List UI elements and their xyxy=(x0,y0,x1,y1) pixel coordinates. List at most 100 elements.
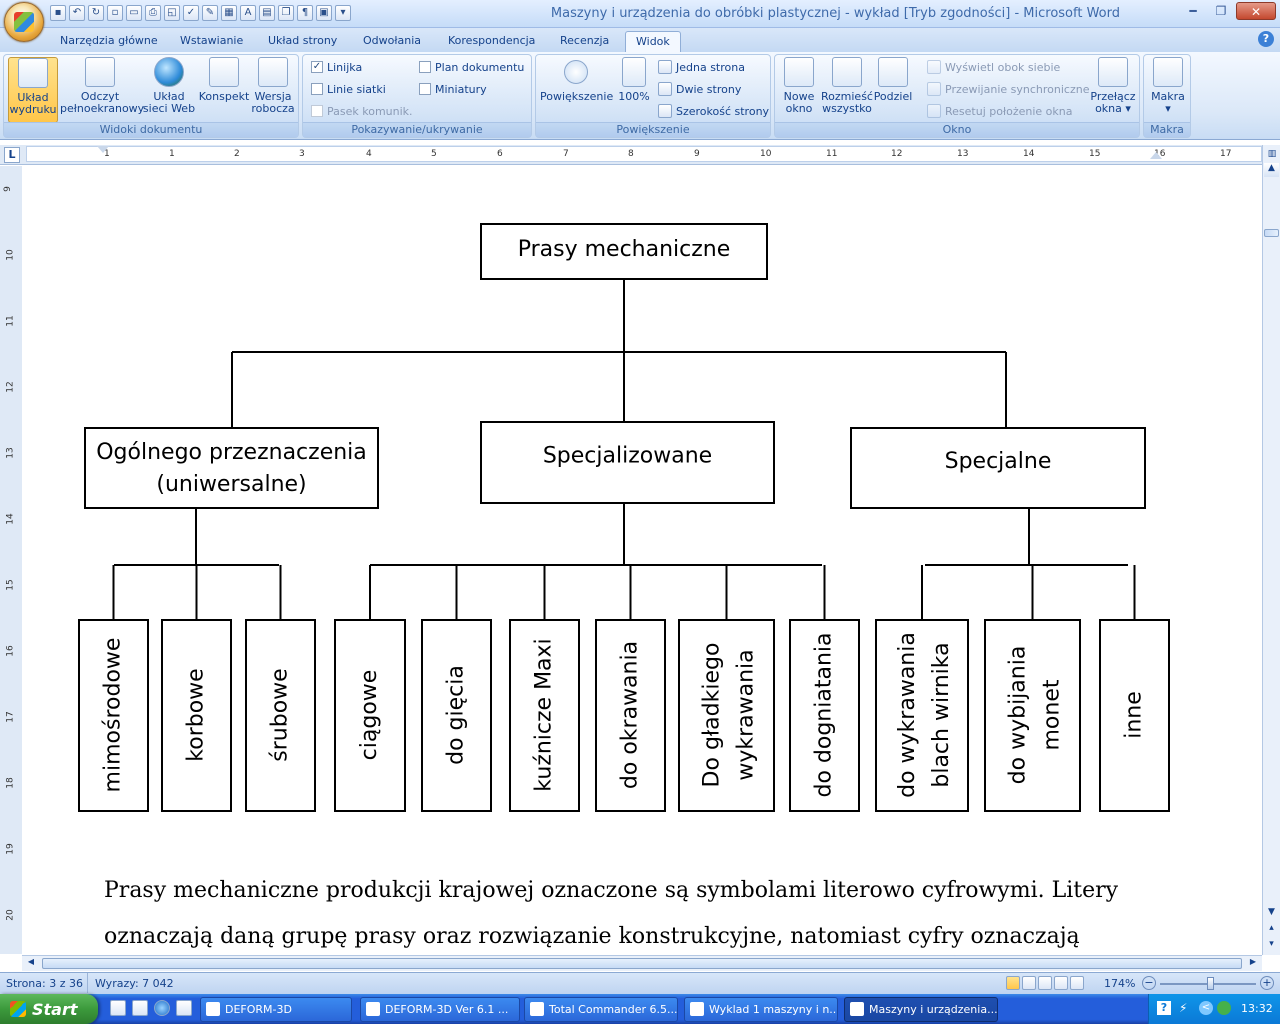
print-layout-view-icon[interactable] xyxy=(1006,976,1020,990)
taskbar-item-total-commander[interactable]: Total Commander 6.5... xyxy=(524,997,678,1022)
draft-view-icon[interactable] xyxy=(1070,976,1084,990)
outline-button[interactable]: Konspekt xyxy=(198,57,250,103)
redo-icon[interactable]: ↻ xyxy=(88,5,104,21)
zoom-in-icon[interactable]: + xyxy=(1260,976,1274,990)
tab-odwolania[interactable]: Odwołania xyxy=(363,34,422,47)
scroll-left-icon[interactable]: ◀ xyxy=(27,957,35,966)
checkbox-unchecked[interactable] xyxy=(419,61,431,73)
maximize-button[interactable]: ❐ xyxy=(1215,4,1227,18)
save-icon[interactable]: ▪ xyxy=(50,5,66,21)
ruler-checkbox[interactable]: ✓Linijka xyxy=(311,60,363,74)
player-icon[interactable] xyxy=(176,1000,192,1016)
floppy-icon[interactable] xyxy=(132,1000,148,1016)
vertical-scrollbar[interactable]: ▥ ▲ ▼ ▴ ▾ xyxy=(1262,145,1280,955)
clock[interactable]: 13:32 xyxy=(1241,1002,1273,1015)
horizontal-scroll-thumb[interactable] xyxy=(42,958,1242,969)
close-button[interactable]: ✕ xyxy=(1236,2,1276,20)
scroll-down-icon[interactable]: ▼ xyxy=(1268,907,1275,917)
taskbar-item-wyklad[interactable]: Wyklad 1 maszyny i n... xyxy=(684,997,838,1022)
web-view-icon[interactable] xyxy=(1038,976,1052,990)
zoom-out-icon[interactable]: − xyxy=(1142,976,1156,990)
previous-page-icon[interactable]: ▴ xyxy=(1269,923,1274,933)
table-icon[interactable]: ▦ xyxy=(221,5,237,21)
ruler-mark: 19 xyxy=(5,843,16,855)
zoom-100-button[interactable]: 100% xyxy=(616,57,652,103)
paste-icon[interactable]: ▤ xyxy=(259,5,275,21)
leaf-box xyxy=(78,619,149,812)
leaf-box xyxy=(334,619,406,812)
taskbar-item-maszyny[interactable]: Maszyny i urządzenia... xyxy=(844,997,998,1022)
minimize-button[interactable]: ━ xyxy=(1189,4,1197,18)
checkbox-checked[interactable]: ✓ xyxy=(311,61,323,73)
edit-icon[interactable]: ✎ xyxy=(202,5,218,21)
split-button[interactable]: Podziel xyxy=(873,57,913,103)
page-count[interactable]: Strona: 3 z 36 xyxy=(6,977,83,990)
zoom-slider-thumb[interactable] xyxy=(1207,977,1214,990)
spelling-icon[interactable]: ✓ xyxy=(183,5,199,21)
tab-recenzja[interactable]: Recenzja xyxy=(560,34,610,47)
macros-button[interactable]: Makra▾ xyxy=(1148,57,1188,115)
font-icon[interactable]: A xyxy=(240,5,256,21)
security-icon[interactable] xyxy=(1217,1001,1231,1015)
zoom-level[interactable]: 174% xyxy=(1104,977,1136,990)
page-width-button[interactable]: Szerokość strony xyxy=(658,102,769,120)
new-document-icon[interactable]: ▫ xyxy=(107,5,123,21)
scroll-right-icon[interactable]: ▶ xyxy=(1249,957,1257,966)
horizontal-scrollbar[interactable]: ◀ ▶ xyxy=(22,955,1262,971)
taskbar-item-deform-3d-ver[interactable]: DEFORM-3D Ver 6.1 ... xyxy=(360,997,520,1022)
desktop-icon[interactable] xyxy=(110,1000,126,1016)
tab-wstawianie[interactable]: Wstawianie xyxy=(180,34,244,47)
copy-icon[interactable]: ❐ xyxy=(278,5,294,21)
deform-icon xyxy=(366,1002,380,1016)
network-icon[interactable]: ⚡ xyxy=(1179,1001,1188,1015)
tab-uklad-strony[interactable]: Układ strony xyxy=(268,34,338,47)
gridlines-checkbox[interactable]: Linie siatki xyxy=(311,80,386,98)
scroll-up-icon[interactable]: ▲ xyxy=(1264,163,1279,177)
next-page-icon[interactable]: ▾ xyxy=(1269,939,1274,949)
open-icon[interactable]: ▭ xyxy=(126,5,142,21)
checkbox-unchecked[interactable] xyxy=(311,83,323,95)
help-tray-icon[interactable]: ? xyxy=(1157,1001,1171,1015)
outline-view-icon[interactable] xyxy=(1054,976,1068,990)
tab-selector-icon[interactable]: L xyxy=(4,147,20,163)
first-line-indent-marker[interactable] xyxy=(97,146,109,153)
group-title: Powiększenie xyxy=(536,122,770,137)
undo-icon[interactable]: ↶ xyxy=(69,5,85,21)
right-indent-marker[interactable] xyxy=(1150,152,1162,159)
one-page-button[interactable]: Jedna strona xyxy=(658,58,745,76)
ruler-toggle-icon[interactable]: ▥ xyxy=(1267,149,1277,159)
help-icon[interactable]: ? xyxy=(1258,31,1274,47)
back-arrow-icon[interactable]: < xyxy=(1199,1001,1213,1015)
scroll-thumb[interactable] xyxy=(1264,229,1279,237)
paragraph-mark-icon[interactable]: ¶ xyxy=(297,5,313,21)
start-button[interactable]: Start xyxy=(0,994,98,1024)
customize-qat-icon[interactable]: ▾ xyxy=(335,5,351,21)
tab-narzedzia-glowne[interactable]: Narzędzia główne xyxy=(60,34,158,47)
zoom-button[interactable]: Powiększenie xyxy=(540,57,613,103)
reading-view-icon[interactable] xyxy=(1022,976,1036,990)
image-icon[interactable]: ▣ xyxy=(316,5,332,21)
group-title: Okno xyxy=(775,122,1139,137)
tab-korespondencja[interactable]: Korespondencja xyxy=(448,34,536,47)
two-pages-button[interactable]: Dwie strony xyxy=(658,80,741,98)
print-icon[interactable]: ⎙ xyxy=(145,5,161,21)
office-button[interactable] xyxy=(4,2,44,42)
ie-icon[interactable] xyxy=(154,1000,170,1016)
tab-widok[interactable]: Widok xyxy=(625,31,681,52)
print-preview-icon[interactable]: ◱ xyxy=(164,5,180,21)
word-count[interactable]: Wyrazy: 7 042 xyxy=(95,977,174,990)
taskbar-item-deform-3d[interactable]: DEFORM-3D xyxy=(200,997,352,1022)
document-map-checkbox[interactable]: Plan dokumentu xyxy=(419,58,524,76)
thumbnails-checkbox[interactable]: Miniatury xyxy=(419,80,487,98)
checkbox-unchecked[interactable] xyxy=(419,83,431,95)
